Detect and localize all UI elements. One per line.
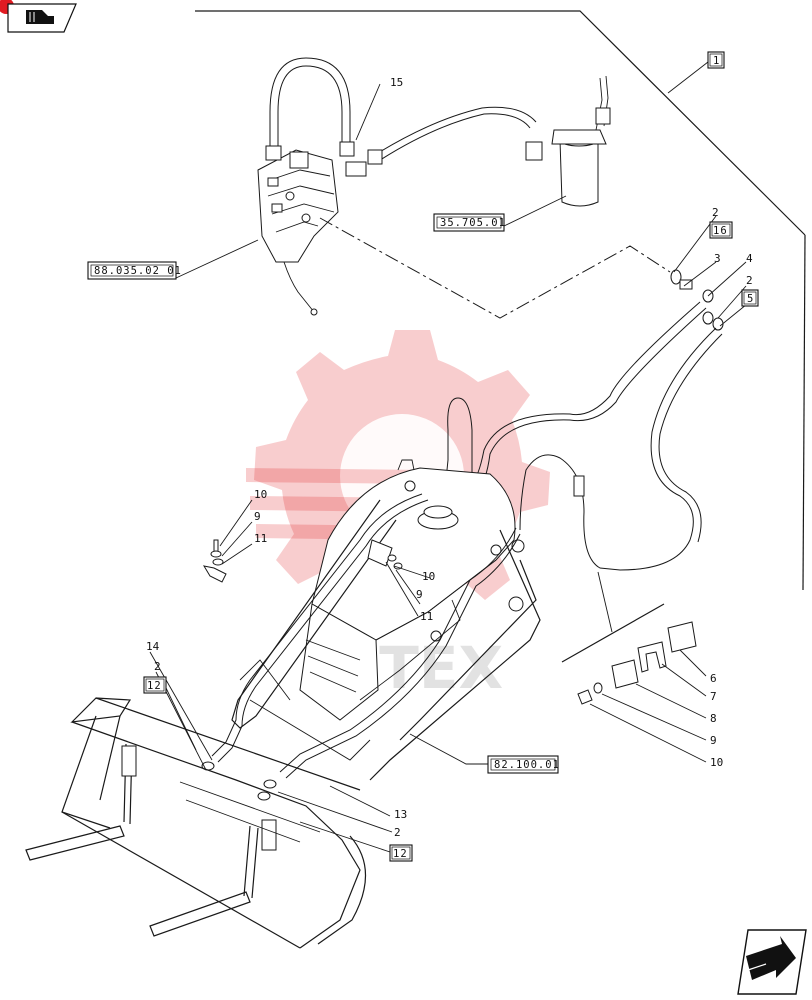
ref-box-hydraulic-filter[interactable]: 35.705.01 [433,213,506,232]
callout-6: 6 [710,672,717,685]
callout-15: 15 [390,76,403,89]
loader-frame[interactable] [231,459,541,781]
hose-15[interactable] [265,57,355,161]
bracket-mid-parts[interactable] [367,539,403,570]
bucket-forks[interactable] [25,697,367,949]
kit-text: 16 [713,225,728,237]
kit-box-12-left[interactable]: 12 [143,676,167,694]
centre-line [319,217,671,319]
callout-2: 2 [394,826,401,839]
callout-9: 9 [416,588,423,601]
hose-return-line[interactable] [519,327,723,571]
callout-labels: 15 2 3 4 2 10 9 11 10 9 11 14 2 13 2 6 7… [146,76,753,839]
kit-separator-line [561,603,665,663]
callout-3: 3 [714,252,721,265]
hose-pressure-line[interactable] [445,301,707,487]
next-page-arrow-icon[interactable] [737,929,807,995]
callout-4: 4 [746,252,753,265]
callout-11: 11 [420,610,433,623]
kit-leader-1 [667,61,709,94]
kit-border-right [802,234,806,591]
callout-11: 11 [254,532,267,545]
callout-13: 13 [394,808,407,821]
callout-14: 14 [146,640,160,653]
kit-text: 12 [393,848,408,860]
kit-box-5[interactable]: 5 [741,289,759,307]
kit-text: 12 [147,680,162,692]
kit-text: 1 [713,55,720,67]
kit-text: 5 [747,293,754,305]
ref-text: 35.705.01 [440,217,506,229]
clamp-kit[interactable] [561,571,697,705]
callout-8: 8 [710,712,717,725]
callout-9: 9 [254,510,261,523]
kit-box-1[interactable]: 1 [707,51,725,69]
callout-10: 10 [422,570,435,583]
ref-box-control-valve[interactable]: 88.035.02 01 [87,261,182,280]
kit-border-line [195,10,806,236]
hose-to-filter[interactable] [345,106,543,177]
kit-box-16[interactable]: 16 [709,221,733,239]
callout-7: 7 [710,690,717,703]
control-valve-assembly[interactable] [257,149,339,316]
ref-text: 82.100.01 [494,759,560,771]
callout-2: 2 [712,206,719,219]
bracket-left-parts[interactable] [202,539,227,583]
hydraulic-filter[interactable] [551,75,611,207]
callout-2: 2 [746,274,753,287]
kit-box-12-bottom[interactable]: 12 [389,844,413,862]
callout-10: 10 [254,488,267,501]
book-arrow-icon[interactable] [0,0,77,33]
callout-10: 10 [710,756,723,769]
ref-box-loader-frame[interactable]: 82.100.01 [487,755,560,774]
callout-2: 2 [154,660,161,673]
ref-text: 88.035.02 01 [94,265,182,277]
callout-9: 9 [710,734,717,747]
